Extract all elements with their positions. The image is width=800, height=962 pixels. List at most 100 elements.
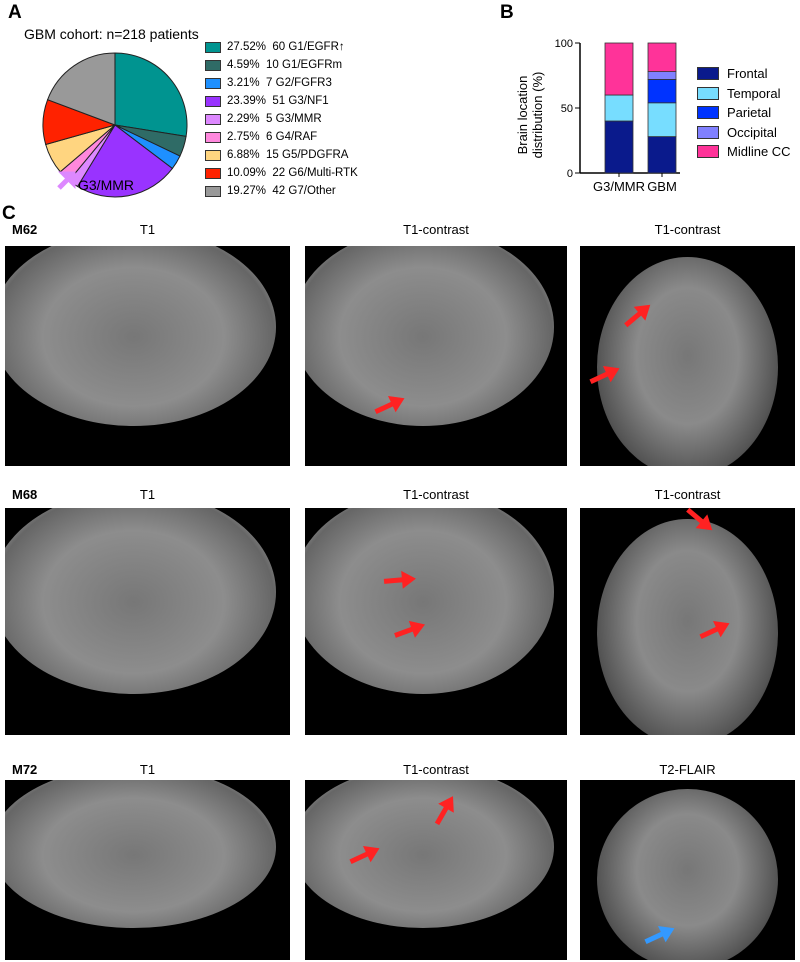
brain-scan (305, 246, 554, 427)
brain-scan (597, 257, 778, 466)
sequence-label: T1-contrast (403, 222, 469, 237)
pie-title: GBM cohort: n=218 patients (24, 26, 199, 42)
legend-n: 6 (266, 131, 273, 143)
legend-item: 27.52% 60 G1/EGFR↑ (205, 38, 358, 56)
y-tick-label: 50 (561, 103, 573, 115)
sequence-label: T1 (139, 762, 156, 777)
mri-image (5, 780, 290, 960)
legend-item: 19.27% 42 G7/Other (205, 182, 358, 200)
x-tick-label: G3/MMR (593, 179, 645, 194)
legend-item: Parietal (697, 103, 791, 123)
arrow-icon (57, 171, 76, 190)
pie-slice-g3-nf1 (76, 124, 174, 198)
patient-label: M68 (12, 487, 38, 502)
legend-pct: 4.59 (227, 59, 250, 71)
legend-pct: 6.88 (227, 149, 250, 161)
pie-slice-g7-other (46, 52, 116, 126)
legend-label: G5/PDGFRA (282, 149, 349, 161)
legend-swatch (205, 167, 221, 179)
bar-segment-occipital (647, 71, 677, 80)
legend-label: Temporal (727, 85, 781, 101)
legend-n: 42 (272, 185, 286, 197)
brain-scan (5, 780, 276, 928)
y-tick-label: 100 (555, 38, 573, 50)
brain-scan (305, 508, 554, 695)
sequence-label: T1-contrast (654, 487, 721, 502)
legend-label: G1/EGFR (288, 41, 339, 53)
legend-n: 15 (266, 149, 279, 161)
legend-label: G6/Multi-RTK (288, 167, 358, 179)
legend-item: 6.88% 15 G5/PDGFRA (205, 146, 358, 164)
legend-swatch (205, 149, 221, 161)
legend-pct: 2.75 (227, 131, 250, 143)
legend-pct: 19.27 (227, 185, 256, 197)
legend-label: Midline CC (727, 144, 791, 160)
legend-item: 10.09% 22 G6/Multi-RTK (205, 164, 358, 182)
legend-label: G3/NF1 (288, 95, 329, 107)
legend-n: 10 (266, 59, 279, 71)
patient-label: M62 (12, 222, 38, 237)
legend-swatch (697, 86, 719, 100)
x-tick-label: GBM (647, 179, 677, 194)
legend-pct: 2.29 (227, 113, 250, 125)
legend-swatch (205, 77, 221, 89)
legend-label: Parietal (727, 105, 772, 121)
mri-image (305, 780, 567, 960)
legend-label: G4/RAF (275, 131, 318, 143)
legend-swatch (697, 125, 719, 139)
legend-swatch (205, 95, 221, 107)
y-tick-label: 0 (567, 168, 573, 180)
legend-item: 23.39% 51 G3/NF1 (205, 92, 358, 110)
legend-swatch (205, 185, 221, 197)
mri-image (580, 780, 795, 960)
legend-pct: 10.09 (227, 167, 256, 179)
up-arrow-icon: ↑ (338, 41, 345, 53)
legend-item: Temporal (697, 84, 791, 104)
brain-scan (597, 519, 778, 735)
panel-label-c: C (2, 203, 16, 224)
bar-segment-midline-cc (604, 42, 634, 96)
sequence-label: T1 (139, 487, 156, 502)
legend-pct: 27.52 (227, 41, 256, 53)
mri-image (305, 508, 567, 735)
mri-image (305, 246, 567, 466)
legend-label: Occipital (727, 124, 777, 140)
panel-label-a: A (8, 2, 22, 23)
sequence-label: T1 (139, 222, 156, 237)
legend-item: Occipital (697, 123, 791, 143)
sequence-label: T1-contrast (654, 222, 721, 237)
brain-scan (597, 789, 778, 960)
legend-item: Midline CC (697, 142, 791, 162)
legend-item: 4.59% 10 G1/EGFRm (205, 56, 358, 74)
legend-swatch (205, 59, 221, 71)
legend-label: Frontal (727, 66, 768, 82)
sequence-label: T1-contrast (403, 487, 469, 502)
legend-label: G2/FGFR3 (275, 77, 332, 89)
sequence-label: T1-contrast (403, 762, 469, 777)
legend-label: G7/Other (288, 185, 336, 197)
legend-item: 2.29% 5 G3/MMR (205, 110, 358, 128)
legend-n: 51 (272, 95, 286, 107)
bar-segment-temporal (647, 102, 677, 138)
mri-image (580, 508, 795, 735)
legend-label: G1/EGFRm (282, 59, 343, 71)
legend-item: 2.75% 6 G4/RAF (205, 128, 358, 146)
mri-image (5, 246, 290, 466)
pie-slice-g1-egfr (114, 52, 188, 137)
mri-image (580, 246, 795, 466)
bar-segment-midline-cc (647, 42, 677, 73)
legend-n: 22 (272, 167, 286, 179)
legend-swatch (697, 67, 719, 81)
legend-n: 7 (266, 77, 273, 89)
sequence-label: T2-FLAIR (659, 762, 716, 777)
pie-annotation: G3/MMR (78, 177, 134, 193)
legend-swatch (205, 113, 221, 125)
bar-segment-temporal (604, 94, 634, 122)
bar-segment-frontal (604, 120, 634, 174)
legend-swatch (205, 41, 221, 53)
patient-label: M72 (12, 762, 38, 777)
legend-pct: 3.21 (227, 77, 250, 89)
legend-n: 60 (272, 41, 286, 53)
